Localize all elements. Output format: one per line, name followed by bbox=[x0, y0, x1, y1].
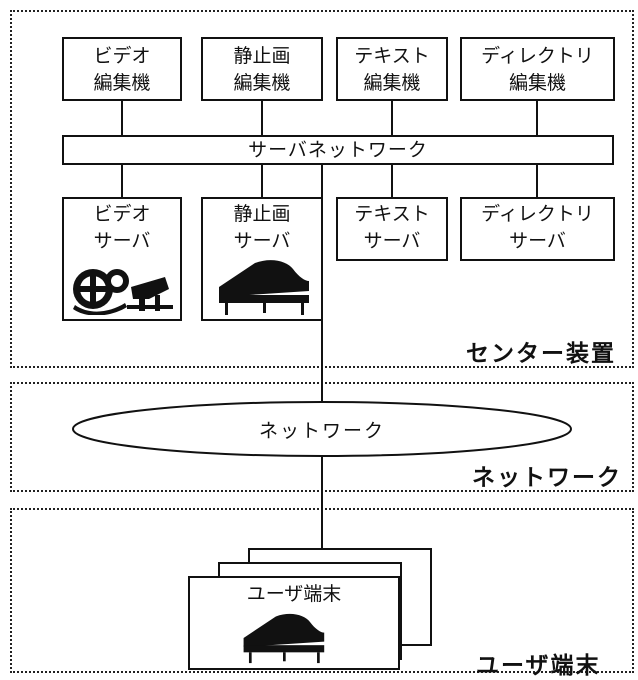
video-server: ビデオ サーバ bbox=[62, 197, 182, 321]
directory-server: ディレクトリ サーバ bbox=[460, 197, 615, 261]
directory-editor: ディレクトリ 編集機 bbox=[460, 37, 615, 101]
still-image-server: 静止画 サーバ bbox=[201, 197, 323, 321]
server-network-label: サーバネットワーク bbox=[248, 139, 428, 161]
piano-icon bbox=[243, 613, 325, 664]
network-ellipse-label: ネットワーク bbox=[258, 420, 385, 442]
network-ellipse bbox=[72, 401, 572, 457]
server-network-bus: サーバネットワーク bbox=[62, 135, 614, 165]
film-projector-icon bbox=[73, 269, 173, 315]
network-label: ネットワーク bbox=[472, 465, 622, 491]
still-image-editor: 静止画 編集機 bbox=[201, 37, 323, 101]
piano-icon bbox=[219, 260, 309, 315]
user-terminal-label: ユーザ端末 bbox=[246, 583, 342, 605]
center-equipment-label: センター装置 bbox=[466, 341, 616, 367]
text-server: テキスト サーバ bbox=[336, 197, 448, 261]
text-editor: テキスト 編集機 bbox=[336, 37, 448, 101]
video-editor: ビデオ 編集機 bbox=[62, 37, 182, 101]
user-terminal: ユーザ端末 bbox=[188, 576, 400, 670]
